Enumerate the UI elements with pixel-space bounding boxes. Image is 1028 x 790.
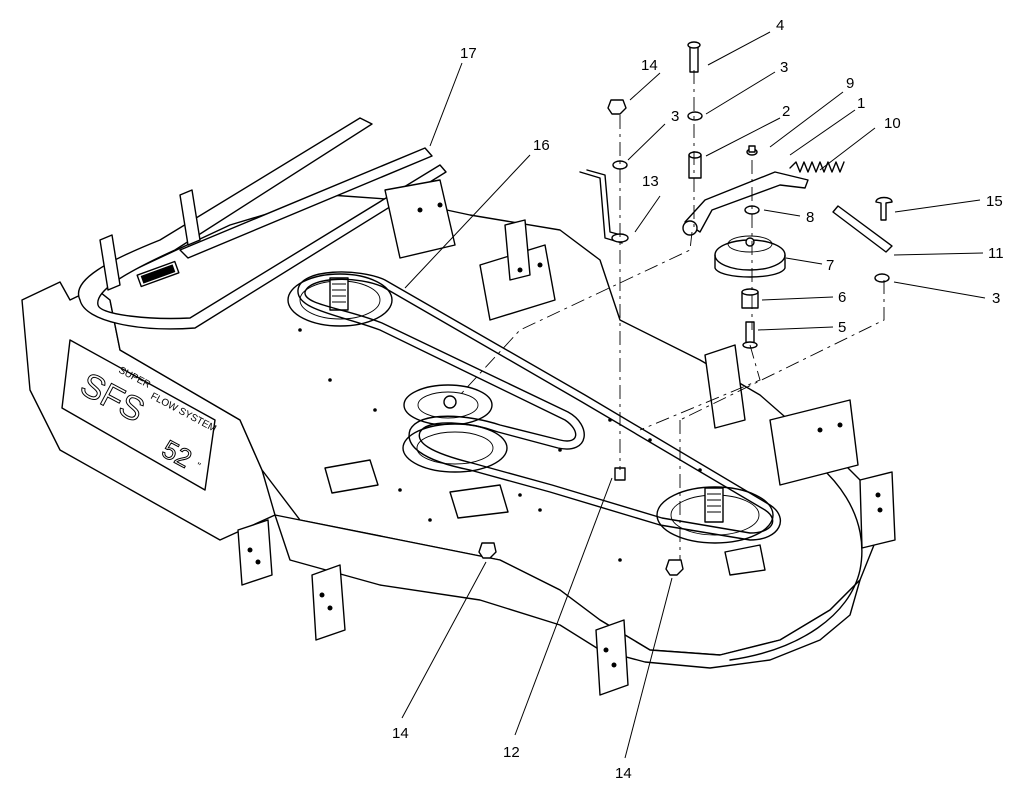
rail-bracket-left (99, 234, 121, 291)
spindle-left (329, 277, 349, 311)
callout-14-top: 14 (641, 57, 658, 74)
washer-3-upper (687, 111, 703, 121)
deck-front-skirt (274, 514, 861, 669)
callout-3-right: 3 (992, 290, 1000, 307)
rear-bracket-3 (504, 219, 531, 281)
rail-bracket-mid (179, 189, 201, 246)
deck-decal-1 (324, 459, 379, 494)
callout-16: 16 (533, 137, 550, 154)
nut-14-front-left (478, 542, 497, 559)
callout-8: 8 (806, 209, 814, 226)
deck-rivets (298, 328, 762, 562)
callout-15: 15 (986, 193, 1003, 210)
callout-5: 5 (838, 319, 846, 336)
leader-lines (401, 31, 986, 759)
deck-decal-2 (449, 484, 509, 519)
callout-6: 6 (838, 289, 846, 306)
callout-labels: 17 16 14 3 13 4 3 2 9 1 10 8 7 6 5 15 11… (392, 17, 1004, 782)
link-11 (832, 205, 893, 253)
callout-13: 13 (642, 173, 659, 190)
rear-bumper-rail (77, 117, 447, 330)
callout-3-top: 3 (780, 59, 788, 76)
front-bracket-right (595, 619, 629, 696)
bracket-holes (247, 202, 883, 668)
sfs-decal: SFS SUPER FLOW SYSTEM 52 " (61, 339, 218, 491)
bolt-4 (689, 44, 699, 73)
idler-arm (684, 171, 809, 233)
sfs-decal-frame (61, 339, 216, 491)
front-bracket-left (237, 519, 273, 586)
warning-label-stripe (140, 264, 176, 284)
pin-15 (875, 196, 893, 221)
pulley-middle-hub (443, 395, 457, 409)
pulley-middle-lower (402, 423, 508, 473)
drive-belt (297, 271, 782, 541)
callout-7: 7 (826, 257, 834, 274)
extension-spring (789, 161, 845, 173)
stud-12 (614, 467, 626, 481)
rod-13 (579, 171, 623, 244)
callout-14-front-left: 14 (392, 725, 409, 742)
callout-9: 9 (846, 75, 854, 92)
front-bracket-mid (311, 564, 346, 641)
centerlines (459, 70, 885, 560)
callout-3-left: 3 (671, 108, 679, 125)
rear-bracket-1 (384, 179, 456, 259)
callout-1: 1 (857, 95, 865, 112)
right-bracket-2 (769, 399, 859, 486)
drive-assembly (287, 41, 893, 576)
deck-decal-3 (724, 544, 766, 576)
spindle-right (704, 487, 724, 523)
callout-4: 4 (776, 17, 784, 34)
nut-14-upper (607, 99, 627, 115)
nut-14-front-right (665, 559, 684, 576)
idler-arm-pivot (682, 220, 698, 236)
callout-2: 2 (782, 103, 790, 120)
washer-3-right (874, 273, 890, 283)
callout-10: 10 (884, 115, 901, 132)
callout-11: 11 (988, 245, 1004, 262)
top-bar (179, 147, 433, 259)
right-bracket-1 (704, 344, 746, 429)
callout-14-front-right: 14 (615, 765, 632, 782)
callout-12: 12 (503, 744, 520, 761)
decal-size-unit: " (194, 461, 203, 473)
callout-17: 17 (460, 45, 477, 62)
